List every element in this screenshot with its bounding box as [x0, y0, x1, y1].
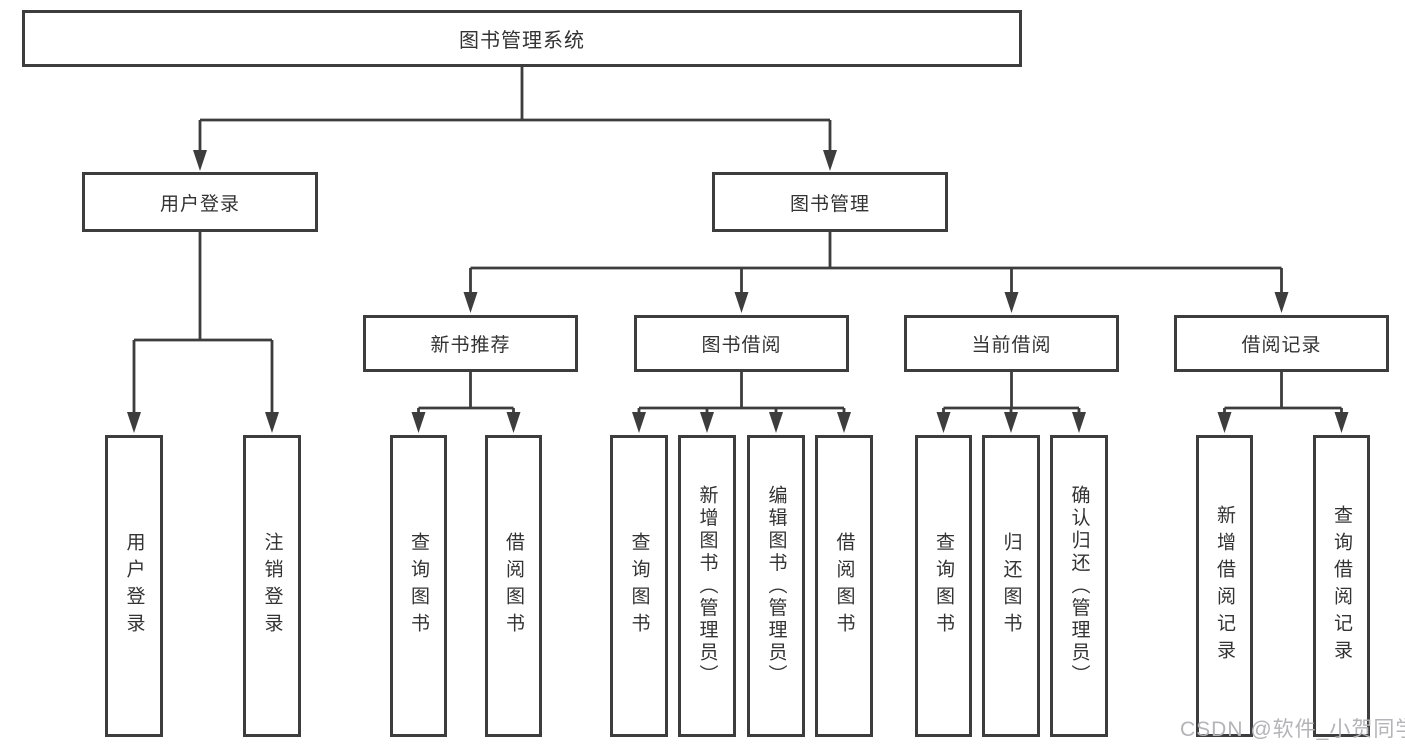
node-label: 借阅记录: [1241, 335, 1322, 356]
connector-lines: [132, 67, 1343, 414]
node-library-management-system: 图书管理系统: [22, 10, 1022, 67]
arrow-down-icon: [463, 292, 478, 313]
node-label: 用户登录: [123, 532, 145, 640]
arrow-down-icon: [700, 412, 714, 433]
arrow-down-icon: [734, 292, 749, 313]
node-label: 借阅图书: [833, 532, 855, 640]
node-book-borrowing: 图书借阅: [634, 315, 849, 372]
arrowhead-icons: [127, 150, 1349, 433]
node-leaf-query-books-recommend: 查询图书: [390, 435, 447, 737]
arrow-down-icon: [1334, 412, 1349, 433]
node-label: 借阅图书: [503, 532, 524, 640]
arrow-down-icon: [1217, 412, 1232, 433]
node-leaf-query-books-current: 查询图书: [915, 435, 972, 737]
node-label: 查询图书: [933, 532, 954, 640]
arrow-down-icon: [193, 150, 207, 171]
node-leaf-add-borrow-record: 新增借阅记录: [1196, 435, 1253, 737]
node-borrowing-records: 借阅记录: [1174, 315, 1389, 372]
node-leaf-edit-book-admin: 编辑图书（管理员）: [747, 435, 805, 737]
node-user-login: 用户登录: [82, 172, 318, 232]
arrow-down-icon: [127, 412, 141, 433]
node-label: 新增图书（管理员）: [696, 485, 718, 687]
node-label: 注销登录: [261, 532, 283, 640]
node-leaf-query-borrow-record: 查询借阅记录: [1313, 435, 1370, 737]
node-leaf-borrow-books: 借阅图书: [815, 435, 873, 737]
node-label: 图书管理系统: [459, 30, 585, 52]
node-book-management: 图书管理: [712, 172, 948, 232]
arrow-down-icon: [632, 412, 646, 433]
arrow-down-icon: [506, 412, 521, 433]
node-leaf-borrow-books-recommend: 借阅图书: [485, 435, 542, 737]
node-leaf-confirm-return-admin: 确认归还（管理员）: [1050, 435, 1108, 737]
watermark: CSDN @软件_小贺同学: [1180, 718, 1405, 741]
arrow-down-icon: [769, 412, 783, 433]
node-leaf-query-books-borrow: 查询图书: [610, 435, 668, 737]
node-label: 归还图书: [1000, 532, 1022, 640]
node-label: 用户登录: [159, 193, 240, 215]
arrow-down-icon: [1004, 412, 1018, 433]
node-label: 图书借阅: [701, 335, 782, 356]
arrow-down-icon: [1004, 292, 1019, 313]
node-label: 当前借阅: [971, 335, 1052, 356]
node-label: 查询借阅记录: [1331, 505, 1352, 667]
arrow-down-icon: [837, 412, 851, 433]
node-label: 图书管理: [789, 193, 870, 215]
arrow-down-icon: [1072, 412, 1086, 433]
node-label: 新增借阅记录: [1214, 505, 1235, 667]
arrow-down-icon: [265, 412, 279, 433]
node-leaf-return-books: 归还图书: [982, 435, 1040, 737]
node-leaf-add-book-admin: 新增图书（管理员）: [678, 435, 736, 737]
arrow-down-icon: [823, 150, 837, 171]
node-leaf-logout: 注销登录: [243, 435, 301, 737]
node-label: 查询图书: [628, 532, 650, 640]
node-label: 确认归还（管理员）: [1068, 485, 1090, 687]
node-label: 编辑图书（管理员）: [765, 485, 787, 687]
node-label: 新书推荐: [430, 335, 511, 356]
node-current-borrowing: 当前借阅: [904, 315, 1119, 372]
node-label: 查询图书: [408, 532, 429, 640]
arrow-down-icon: [936, 412, 951, 433]
node-new-book-recommendation: 新书推荐: [363, 315, 578, 372]
arrow-down-icon: [411, 412, 426, 433]
arrow-down-icon: [1274, 292, 1289, 313]
node-leaf-user-login: 用户登录: [105, 435, 163, 737]
